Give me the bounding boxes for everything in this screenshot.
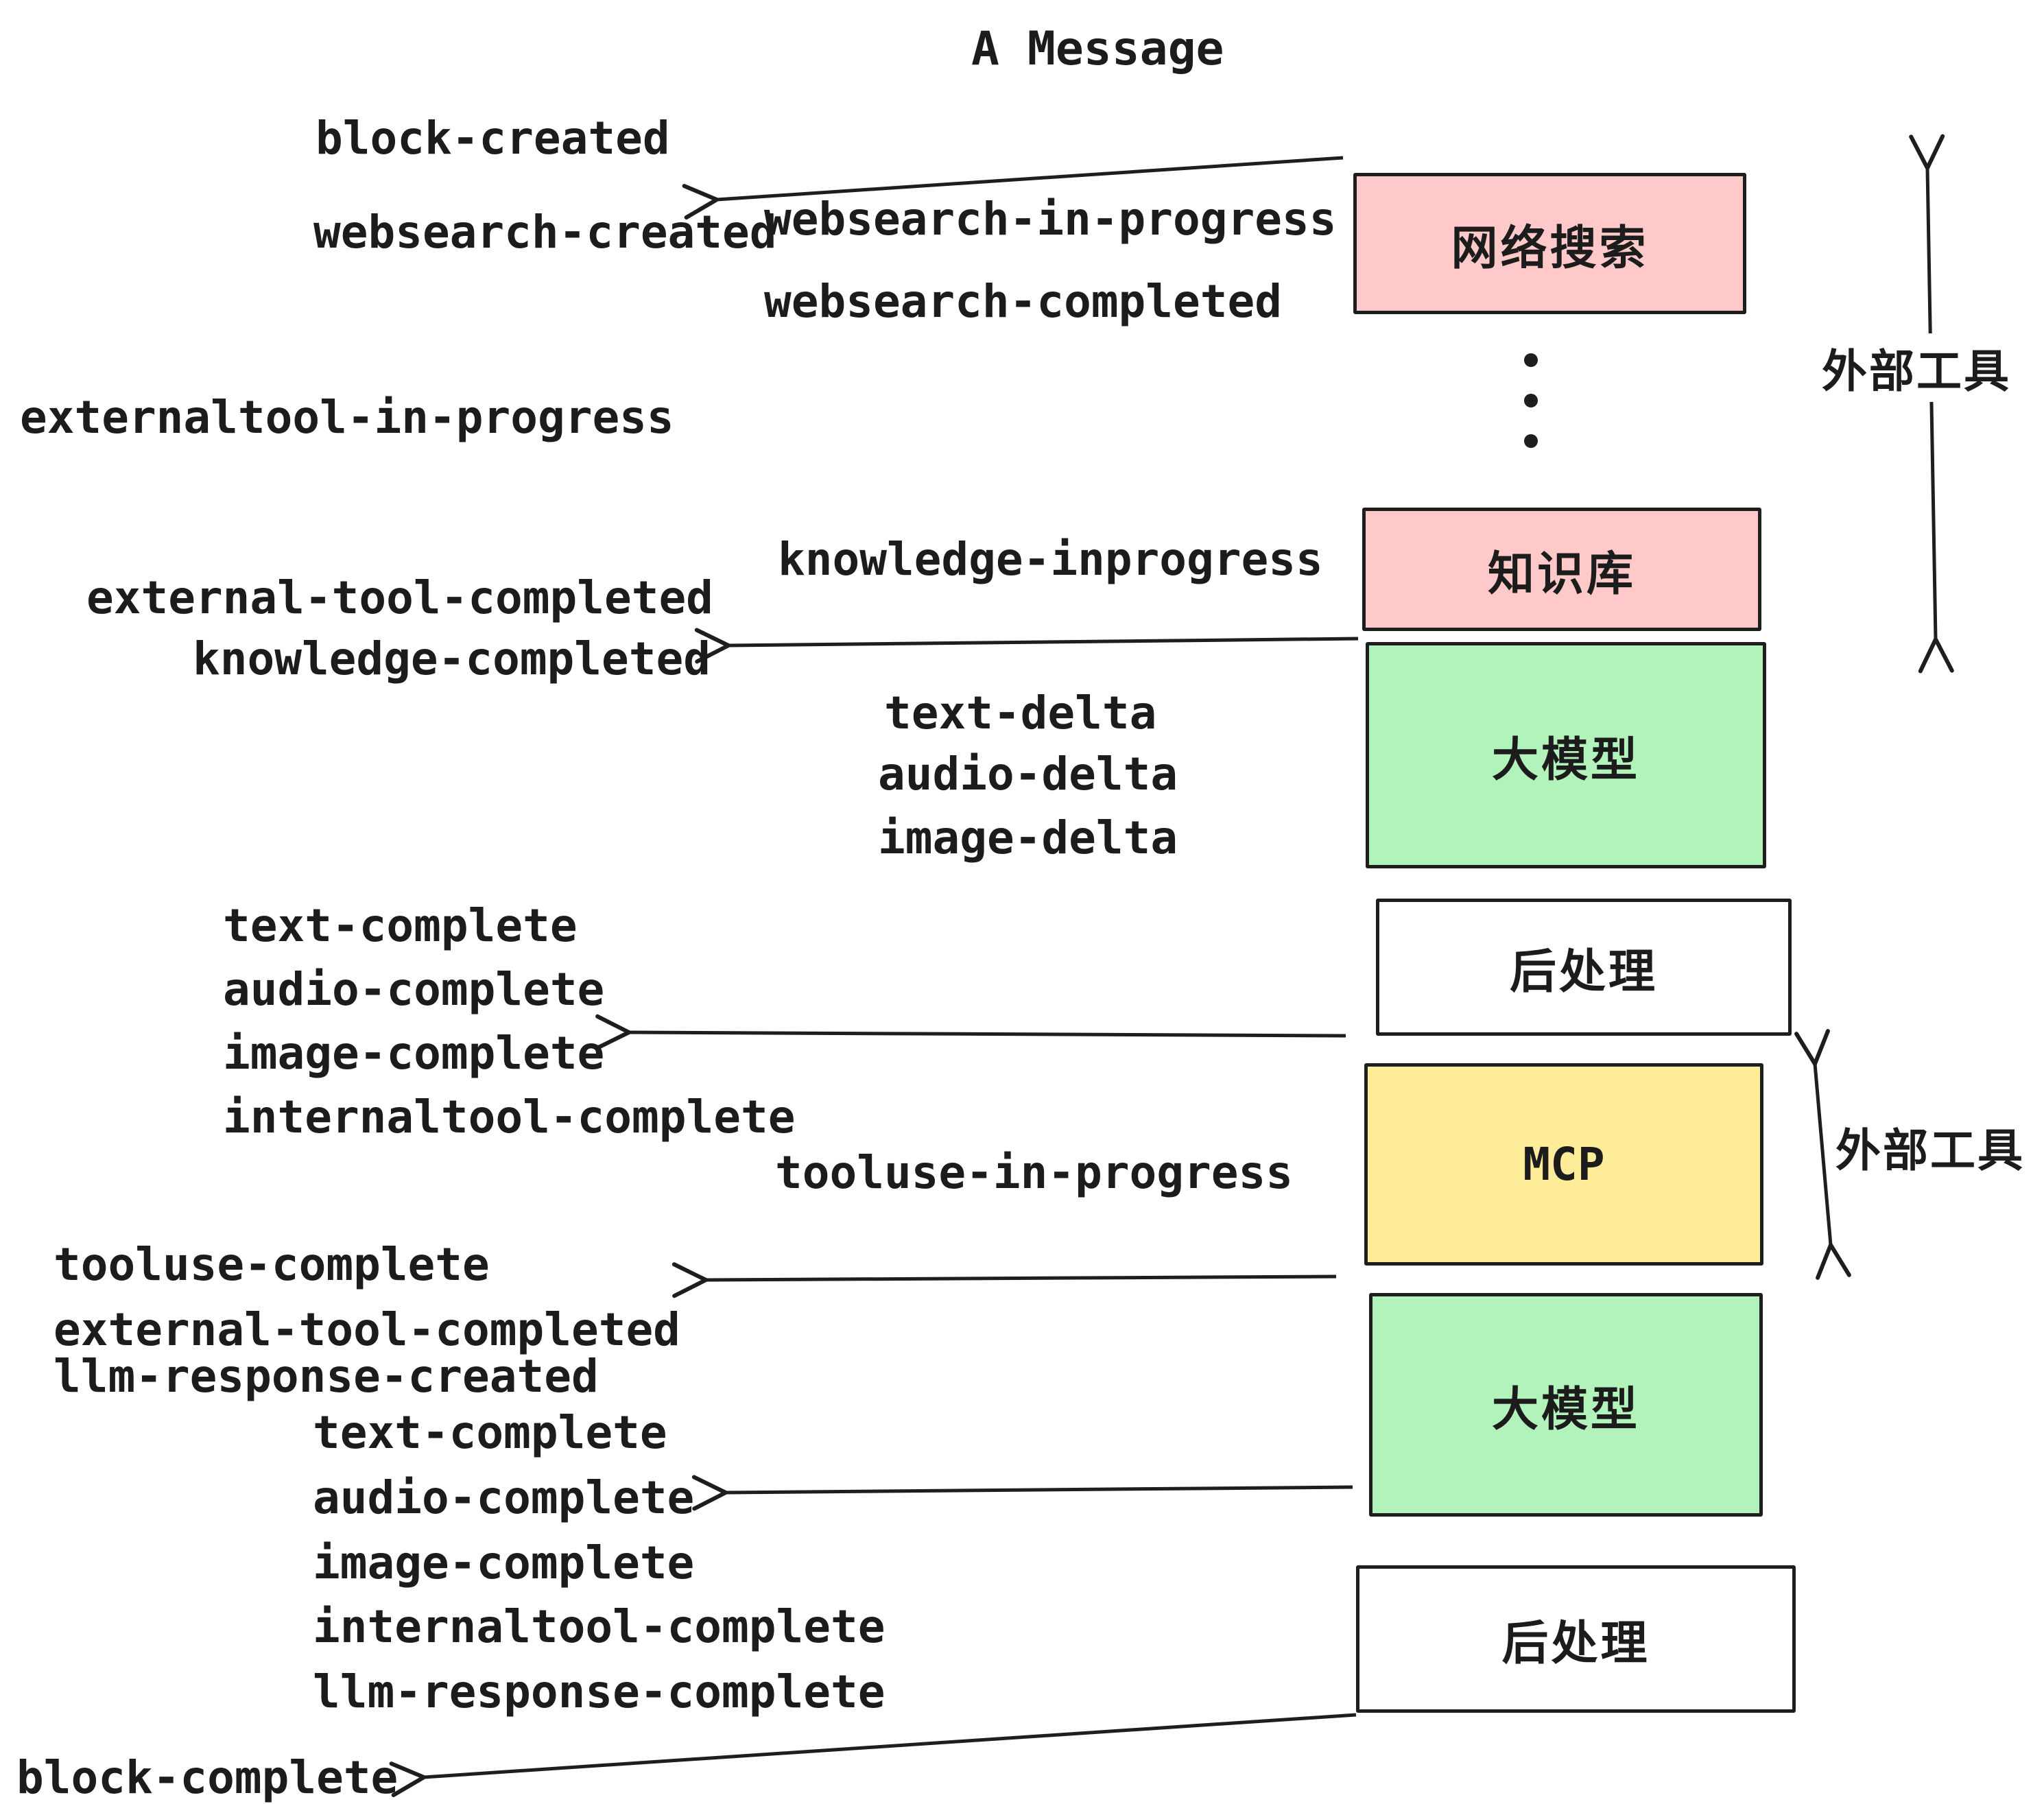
side-label-external-tools-2: 外部工具 xyxy=(1835,1125,2025,1176)
page-title: A Message xyxy=(971,22,1224,76)
box-mcp: MCP xyxy=(1364,1063,1763,1266)
event-label-text-complete-1: text-complete xyxy=(223,899,578,952)
arrow-external-tool-1 xyxy=(1909,134,1954,674)
event-label-llm-response-created: llm-response-created xyxy=(54,1350,599,1403)
event-label-audio-complete-1: audio-complete xyxy=(223,963,605,1016)
arrow-block-complete xyxy=(389,1713,1357,1798)
box-llm-1: 大模型 xyxy=(1366,642,1766,868)
event-label-knowledge-completed: knowledge-completed xyxy=(193,632,711,685)
arrow-knowledge-completed xyxy=(694,628,1359,664)
box-postprocess-1-label: 后处理 xyxy=(1509,945,1658,998)
event-label-image-complete-2: image-complete xyxy=(313,1536,695,1589)
box-postprocess-2-label: 后处理 xyxy=(1501,1617,1650,1670)
event-label-external-tool-completed-2: external-tool-completed xyxy=(54,1303,680,1356)
event-label-image-complete-1: image-complete xyxy=(223,1027,605,1080)
box-knowledge-base-label: 知识库 xyxy=(1487,547,1636,600)
box-mcp-label: MCP xyxy=(1523,1138,1605,1191)
event-label-text-complete-2: text-complete xyxy=(313,1406,667,1459)
event-label-knowledge-inprogress: knowledge-inprogress xyxy=(778,533,1323,586)
box-websearch-label: 网络搜索 xyxy=(1451,222,1649,274)
box-postprocess-2: 后处理 xyxy=(1356,1565,1796,1713)
box-knowledge-base: 知识库 xyxy=(1362,508,1761,631)
box-llm-2: 大模型 xyxy=(1369,1293,1763,1517)
event-label-websearch-completed: websearch-completed xyxy=(764,275,1282,328)
box-llm-2-label: 大模型 xyxy=(1491,1383,1640,1436)
event-label-audio-delta-1: audio-delta xyxy=(878,748,1178,800)
event-label-image-delta-1: image-delta xyxy=(878,811,1178,864)
arrow-external-tool-2 xyxy=(1794,1029,1851,1280)
event-label-websearch-created: websearch-created xyxy=(313,206,777,259)
box-websearch: 网络搜索 xyxy=(1353,173,1746,314)
event-label-externaltool-in-progress: externaltool-in-progress xyxy=(20,391,674,444)
arrow-tooluse-complete xyxy=(672,1262,1337,1298)
event-label-tooluse-in-progress: tooluse-in-progress xyxy=(775,1146,1293,1199)
event-label-audio-complete-2: audio-complete xyxy=(313,1471,695,1524)
box-postprocess-1: 后处理 xyxy=(1376,899,1792,1036)
event-label-tooluse-complete: tooluse-complete xyxy=(54,1238,490,1291)
event-label-block-created: block-created xyxy=(316,112,670,165)
event-label-websearch-in-progress: websearch-in-progress xyxy=(764,193,1337,246)
vertical-ellipsis-icon xyxy=(1524,353,1538,448)
event-label-external-tool-completed-1: external-tool-completed xyxy=(86,571,713,624)
arrow-block-created xyxy=(682,156,1344,220)
arrow-image-complete xyxy=(595,1014,1346,1050)
event-label-llm-response-complete: llm-response-complete xyxy=(313,1665,886,1718)
arrow-audio-complete xyxy=(691,1475,1353,1511)
event-label-internaltool-complete-2: internaltool-complete xyxy=(313,1600,886,1653)
side-label-external-tools-1: 外部工具 xyxy=(1818,333,2015,402)
event-label-internaltool-complete-1: internaltool-complete xyxy=(223,1091,796,1143)
event-label-block-complete: block-complete xyxy=(16,1751,399,1804)
event-label-text-delta-1: text-delta xyxy=(884,687,1157,739)
box-llm-1-label: 大模型 xyxy=(1491,733,1640,786)
